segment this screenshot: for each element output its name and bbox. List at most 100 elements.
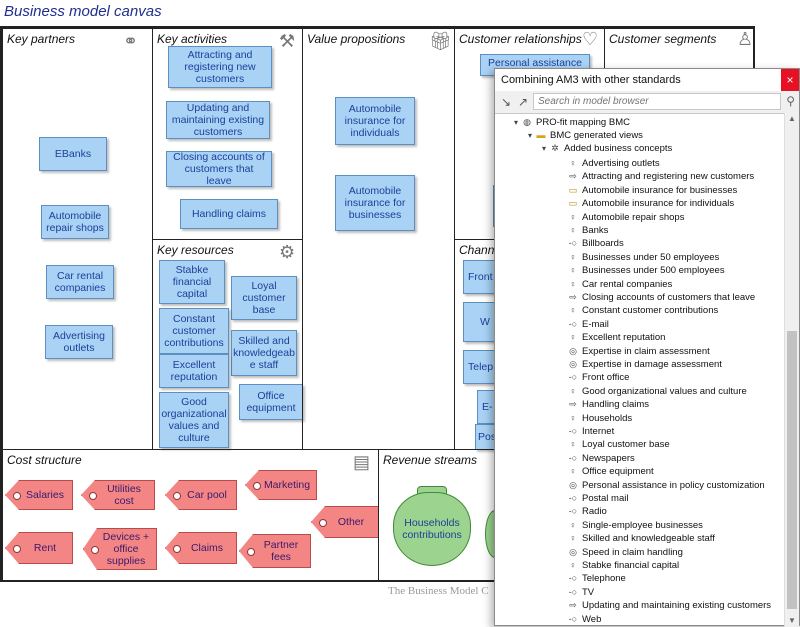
tree-item[interactable]: ⇨Handling claims <box>567 398 649 411</box>
tree-item[interactable]: ♀Businesses under 50 employees <box>567 251 720 264</box>
tree-item[interactable]: ♀Car rental companies <box>567 278 673 291</box>
tree-item[interactable]: ♀Skilled and knowledgeable staff <box>567 532 715 545</box>
note-closing-accounts[interactable]: Closing accounts of customers that leave <box>166 151 272 187</box>
note-email[interactable]: E- <box>477 390 499 424</box>
actor-icon: ♀ <box>569 412 577 423</box>
chevron-down-icon[interactable]: ▾ <box>527 131 532 140</box>
tag-other[interactable]: Other <box>311 506 379 538</box>
note-ebanks[interactable]: EBanks <box>39 137 107 171</box>
tag-utilities-cost[interactable]: Utilities cost <box>81 480 155 510</box>
note-advertising-outlets[interactable]: Advertising outlets <box>45 325 113 359</box>
person-icon: ♙ <box>737 29 754 49</box>
note-automobile-repair-shops[interactable]: Automobile repair shops <box>41 205 109 239</box>
tree-item[interactable]: -○Radio <box>567 505 607 518</box>
chevron-down-icon[interactable]: ▾ <box>513 118 518 127</box>
tree-item[interactable]: ♀Single-employee businesses <box>567 519 703 532</box>
tree-item-label: Postal mail <box>582 493 629 504</box>
tree-item[interactable]: ♀Excellent reputation <box>567 331 666 344</box>
note-skilled-staff[interactable]: Skilled and knowledgeab e staff <box>231 330 297 376</box>
collapse-arrow-icon[interactable]: ↘ <box>500 95 512 109</box>
tree-item[interactable]: -○Front office <box>567 371 630 384</box>
tree-item[interactable]: ▭ Automobile insurance for businesses <box>567 184 738 197</box>
note-handling-claims[interactable]: Handling claims <box>180 199 278 229</box>
tree-item[interactable]: -○E-mail <box>567 318 609 331</box>
note-updating-maintaining[interactable]: Updating and maintaining existing custom… <box>166 101 270 139</box>
note-constant-customer-contributions[interactable]: Constant customer contributions <box>159 308 229 354</box>
search-input[interactable] <box>533 93 781 110</box>
tree-item[interactable]: ♀Loyal customer base <box>567 438 670 451</box>
tree-item[interactable]: ♀Stabke financial capital <box>567 559 680 572</box>
tree-item[interactable]: ♀Households <box>567 412 633 425</box>
note-stable-financial-capital[interactable]: Stabke financial capital <box>159 260 225 304</box>
vertical-scrollbar[interactable]: ▲ ▼ <box>784 113 799 627</box>
tree-item[interactable]: -○Internet <box>567 425 614 438</box>
scroll-up-icon[interactable]: ▲ <box>788 114 796 123</box>
tree-item[interactable]: -○Web <box>567 613 602 626</box>
tree-item-label: Businesses under 500 employees <box>582 265 725 277</box>
interface-icon: -○ <box>568 586 578 597</box>
chevron-down-icon[interactable]: ▾ <box>541 144 546 153</box>
tree-item[interactable]: ♀Office equipment <box>567 465 654 478</box>
scroll-down-icon[interactable]: ▼ <box>788 616 796 625</box>
note-good-organizational-values[interactable]: Good organizational values and culture <box>159 392 229 448</box>
tag-marketing[interactable]: Marketing <box>245 470 317 500</box>
note-attracting-registering[interactable]: Attracting and registering new customers <box>168 46 272 88</box>
tree-item[interactable]: ▭Automobile insurance for individuals <box>567 197 734 210</box>
tree-item[interactable]: ⇨Attracting and registering new customer… <box>567 170 754 183</box>
tag-devices-office-supplies[interactable]: Devices + office supplies <box>83 528 157 570</box>
tree-item[interactable]: ♀Banks <box>567 224 609 237</box>
tree-item[interactable]: ♀Advertising outlets <box>567 157 660 170</box>
expand-arrow-icon[interactable]: ↗ <box>517 95 529 109</box>
robot-icon: ⚙ <box>279 242 296 262</box>
tree-item[interactable]: ◎Speed in claim handling <box>567 546 683 559</box>
product-icon: ▭ <box>568 184 578 195</box>
tree-item[interactable]: ♀Constant customer contributions <box>567 304 719 317</box>
tree-item[interactable]: ⇨Closing accounts of customers that leav… <box>567 291 755 304</box>
note-insurance-businesses[interactable]: Automobile insurance for businesses <box>335 175 415 231</box>
note-office-equipment[interactable]: Office equipment <box>239 384 303 420</box>
note-loyal-customer-base[interactable]: Loyal customer base <box>231 276 297 320</box>
tag-car-pool[interactable]: Car pool <box>165 480 237 510</box>
actor-icon: ♀ <box>569 225 577 235</box>
note-telephone[interactable]: Telep <box>463 350 499 384</box>
tree-item[interactable]: ◎Personal assistance in policy customiza… <box>567 479 765 492</box>
scroll-thumb[interactable] <box>787 331 797 609</box>
tree-item-label: Automobile insurance for individuals <box>582 198 735 210</box>
tag-partner-fees[interactable]: Partner fees <box>239 534 311 568</box>
sack-households-contributions[interactable]: Households contributions <box>393 492 471 566</box>
note-insurance-individuals[interactable]: Automobile insurance for individuals <box>335 97 415 145</box>
tag-claims[interactable]: Claims <box>165 532 237 564</box>
actor-icon: ♀ <box>569 519 577 530</box>
tree-item[interactable]: ♀ Businesses under 500 employees <box>567 264 725 277</box>
key-resources-block: Key resources ⚙ Stabke financial capital… <box>152 239 303 450</box>
tree-node-concepts[interactable]: ▾✲Added business concepts <box>539 142 672 155</box>
channels-title: Channe <box>459 243 502 257</box>
tree-item[interactable]: ◎Expertise in damage assessment <box>567 358 722 371</box>
tree-item-label: Handling claims <box>582 399 650 411</box>
actor-icon: ♀ <box>569 305 577 316</box>
tree-item[interactable]: -○Telephone <box>567 572 626 585</box>
tree-item[interactable]: ♀Automobile repair shops <box>567 211 685 224</box>
note-web[interactable]: W <box>463 302 499 342</box>
tree-item[interactable]: -○Billboards <box>567 237 624 250</box>
tree-item[interactable]: ⇨Updating and maintaining existing custo… <box>567 599 771 612</box>
search-icon[interactable]: ⚲ <box>786 94 795 108</box>
dialog-titlebar[interactable]: Combining AM3 with other standards × <box>495 69 799 92</box>
tree-item[interactable]: -○Postal mail <box>567 492 629 505</box>
tag-salaries[interactable]: Salaries <box>5 480 73 510</box>
model-browser-dialog: Combining AM3 with other standards × ↘ ↗… <box>494 68 800 627</box>
dialog-toolbar: ↘ ↗ ⚲ <box>495 91 799 114</box>
actor-icon: ♀ <box>569 265 577 276</box>
close-button[interactable]: × <box>781 69 799 91</box>
tree-item-label: Automobile insurance for businesses <box>582 184 738 196</box>
key-partners-block: Key partners ⚭ EBanks Automobile repair … <box>2 28 153 450</box>
tree-node-views[interactable]: ▾▬BMC generated views <box>525 129 643 142</box>
tree-item[interactable]: -○Newspapers <box>567 452 635 465</box>
tree-item[interactable]: ◎Expertise in claim assessment <box>567 345 710 358</box>
tree-node-root[interactable]: ▾◍PRO-fit mapping BMC <box>511 116 630 129</box>
tree-item[interactable]: ♀Good organizational values and culture <box>567 385 747 398</box>
note-car-rental-companies[interactable]: Car rental companies <box>46 265 114 299</box>
tag-rent[interactable]: Rent <box>5 532 73 564</box>
note-excellent-reputation[interactable]: Excellent reputation <box>159 354 229 388</box>
tree-item[interactable]: -○TV <box>567 586 594 599</box>
